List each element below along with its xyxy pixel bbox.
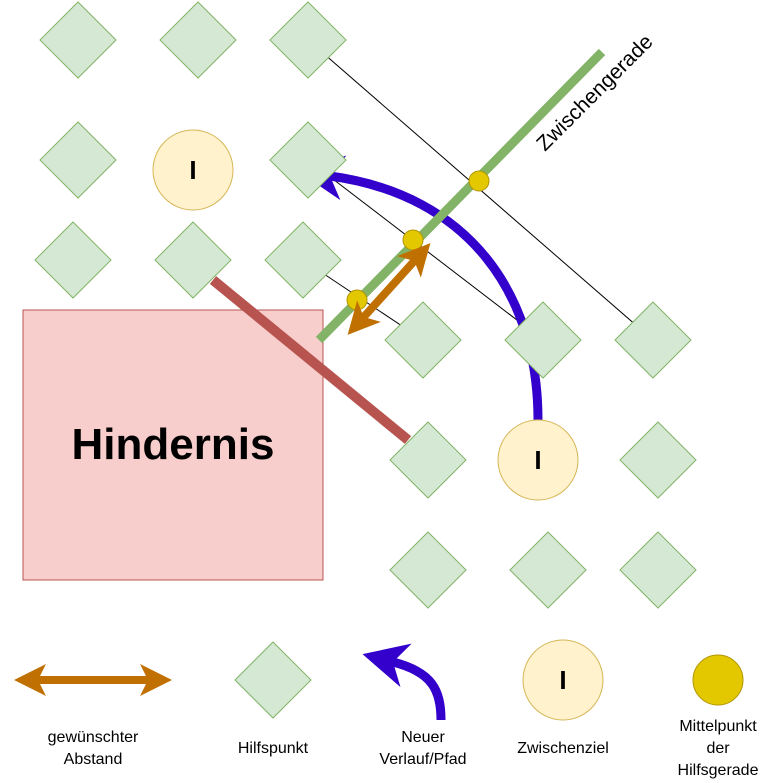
svg-text:I: I bbox=[559, 665, 566, 695]
midpoint bbox=[346, 289, 368, 311]
aux-point bbox=[39, 1, 117, 79]
desired-distance-arrow[interactable] bbox=[347, 243, 431, 335]
legend-midpoint-label: Mittelpunkt der Hilfsgerade bbox=[677, 718, 759, 779]
legend-waypoint-icon: I bbox=[522, 639, 604, 721]
aux-point bbox=[34, 221, 112, 299]
obstacle-box bbox=[22, 309, 324, 581]
aux-point bbox=[614, 301, 692, 379]
legend-waypoint-label: Zwischenziel bbox=[517, 740, 609, 757]
new-path-arrow[interactable] bbox=[298, 155, 543, 421]
aux-point bbox=[269, 121, 347, 199]
aux-point bbox=[509, 531, 587, 609]
aux-point bbox=[619, 531, 697, 609]
aux-point-grid bbox=[34, 1, 697, 609]
aux-point bbox=[504, 301, 582, 379]
aux-point bbox=[389, 421, 467, 499]
red-connector bbox=[209, 276, 412, 444]
intermediate-line-label: Zwischengerade bbox=[532, 30, 657, 155]
aux-point bbox=[159, 1, 237, 79]
aux-point bbox=[269, 1, 347, 79]
aux-point bbox=[619, 421, 697, 499]
waypoint[interactable]: I bbox=[497, 419, 579, 501]
legend-midpoint-icon bbox=[692, 654, 744, 706]
legend-distance-label: gewünschter Abstand bbox=[47, 729, 139, 768]
aux-point bbox=[39, 121, 117, 199]
aux-point bbox=[389, 531, 467, 609]
legend-aux-point-label: Hilfspunkt bbox=[237, 740, 309, 757]
midpoint bbox=[402, 229, 424, 251]
aux-point bbox=[154, 221, 232, 299]
aux-point bbox=[264, 221, 342, 299]
legend-aux-point-icon bbox=[234, 641, 312, 719]
waypoint-label: I bbox=[534, 445, 541, 475]
waypoint-label: I bbox=[189, 155, 196, 185]
aux-point bbox=[384, 301, 462, 379]
waypoint[interactable]: I bbox=[152, 129, 234, 211]
legend-new-path-label: Neuer Verlauf/Pfad bbox=[379, 729, 467, 768]
legend-path-icon bbox=[362, 643, 446, 721]
midpoint bbox=[468, 170, 490, 192]
